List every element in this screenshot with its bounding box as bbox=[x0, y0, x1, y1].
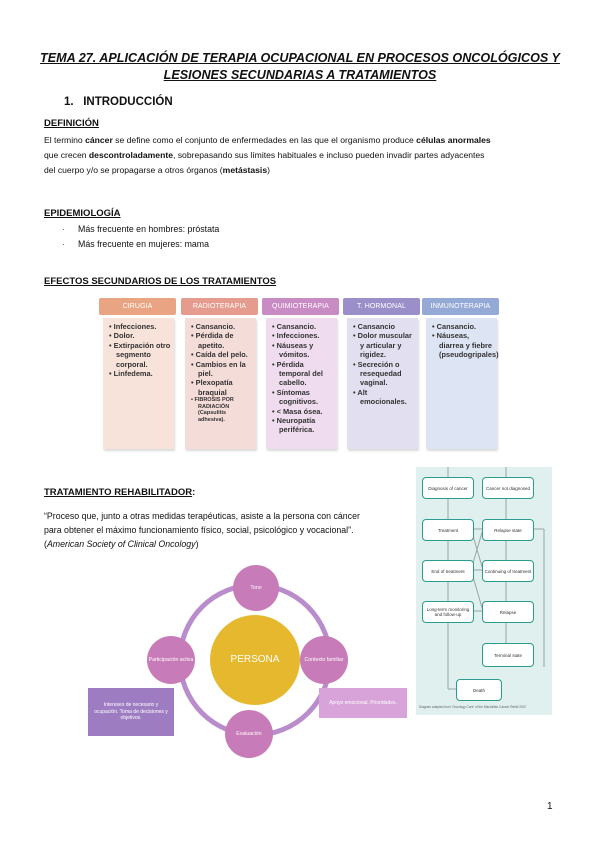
effects-item: Caída del pelo. bbox=[191, 350, 253, 359]
effects-item: Cambios en la piel. bbox=[191, 360, 253, 379]
note-left: Intereses de necesario y ocupación. Toma… bbox=[88, 688, 174, 736]
effects-item: Pérdida temporal del cabello. bbox=[272, 360, 334, 388]
page-number: 1 bbox=[547, 801, 553, 812]
effects-item: Dolor muscular y articular y rigidez. bbox=[353, 331, 415, 359]
epidemiologia-heading: EPIDEMIOLOGÍA bbox=[44, 208, 121, 219]
effects-column: QUIMIOTERAPIA Cansancio.Infecciones.Náuse… bbox=[262, 298, 339, 449]
list-item: ·Más frecuente en mujeres: mama bbox=[62, 239, 210, 249]
cycle-node-bottom: Evaluación bbox=[225, 710, 273, 758]
effects-item: Síntomas cognitivos. bbox=[272, 388, 334, 407]
effects-item: Náuseas, diarrea y fiebre (pseudogripale… bbox=[432, 331, 499, 359]
flow-box: Cancer not diagnosed bbox=[482, 477, 534, 499]
effects-column: RADIOTERAPIA Cansancio.Pérdida de apetito… bbox=[181, 298, 258, 449]
tratamiento-quote: “Proceso que, junto a otras medidas tera… bbox=[44, 511, 360, 549]
effects-column: T. HORMONAL CansancioDolor muscular y art… bbox=[343, 298, 420, 449]
definicion-paragraph: El termino cáncer se define como el conj… bbox=[44, 135, 491, 175]
flow-box: Terminal state bbox=[482, 643, 534, 667]
flow-box: Relapse bbox=[482, 601, 534, 623]
effects-item-small: FIBROSIS POR RADIACIÓN (Capsulitis adhes… bbox=[191, 397, 253, 423]
flow-box: Long-term monitoring and follow-up bbox=[422, 601, 474, 623]
effects-item: Secreción o resequedad vaginal. bbox=[353, 360, 415, 388]
effects-column-body: CansancioDolor muscular y articular y ri… bbox=[347, 318, 418, 449]
effects-item: Cansancio. bbox=[272, 322, 334, 331]
flow-caption: Diagram adapted from 'Oncology Care' of … bbox=[419, 705, 527, 709]
effects-column-header: CIRUGIA bbox=[99, 298, 176, 315]
effects-column-body: Cansancio.Náuseas, diarrea y fiebre (pse… bbox=[426, 318, 499, 449]
flowchart-arrows bbox=[447, 467, 545, 690]
effects-column: INMUNOTERAPIA Cansancio.Náuseas, diarrea … bbox=[422, 298, 499, 449]
definicion-heading: DEFINICIÓN bbox=[44, 118, 99, 129]
section-label: INTRODUCCIÓN bbox=[83, 96, 173, 108]
effects-item: Extirpación otro segmento corporal. bbox=[109, 341, 171, 369]
effects-item: Neuropatía periférica. bbox=[272, 416, 334, 435]
effects-item: < Masa ósea. bbox=[272, 407, 334, 416]
flow-box: Diagnosis of cancer bbox=[422, 477, 474, 499]
section-number: 1. bbox=[64, 96, 74, 108]
effects-column-body: Cansancio.Infecciones.Náuseas y vómitos.… bbox=[266, 318, 337, 449]
effects-item: Cansancio. bbox=[191, 322, 253, 331]
effects-column-body: Infecciones.Dolor.Extirpación otro segme… bbox=[103, 318, 174, 449]
cycle-node-top: Tono bbox=[233, 565, 279, 611]
cycle-node-left: Participación activa bbox=[147, 636, 195, 684]
flow-box: Continuing of treatment bbox=[482, 560, 534, 582]
flow-box: Treatment bbox=[422, 519, 474, 541]
effects-column: CIRUGIA Infecciones.Dolor.Extirpación otr… bbox=[99, 298, 176, 449]
flow-box: Relapse state bbox=[482, 519, 534, 541]
effects-item: Cansancio. bbox=[432, 322, 494, 331]
effects-item: Infecciones. bbox=[109, 322, 171, 331]
effects-item: Linfedema. bbox=[109, 369, 171, 378]
effects-item: Dolor. bbox=[109, 331, 171, 340]
effects-item: Infecciones. bbox=[272, 331, 334, 340]
effects-item: Cansancio bbox=[353, 322, 415, 331]
effects-column-header: INMUNOTERAPIA bbox=[422, 298, 499, 315]
cycle-node-right: Contexto familiar bbox=[300, 636, 348, 684]
effects-item: Pérdida de apetito. bbox=[191, 331, 253, 350]
section-heading: 1. INTRODUCCIÓN bbox=[64, 96, 173, 108]
tratamiento-heading: TRATAMIENTO REHABILITADOR: bbox=[44, 487, 196, 498]
quote-source: American Society of Clinical Oncology bbox=[46, 539, 196, 549]
effects-item: Alt emocionales. bbox=[353, 388, 415, 407]
effects-column-body: Cansancio.Pérdida de apetito.Caída del p… bbox=[185, 318, 256, 449]
cycle-center: PERSONA bbox=[210, 615, 300, 705]
effects-column-header: QUIMIOTERAPIA bbox=[262, 298, 339, 315]
cycle-diagram: PERSONA Tono Contexto familiar Evaluació… bbox=[85, 560, 415, 760]
list-item: ·Más frecuente en hombres: próstata bbox=[62, 224, 220, 234]
note-right: Apoyo emocional. Prioridades. bbox=[319, 688, 407, 718]
flowchart-figure: Diagnosis of cancer Cancer not diagnosed… bbox=[416, 467, 552, 715]
effects-item: Náuseas y vómitos. bbox=[272, 341, 334, 360]
efectos-heading: EFECTOS SECUNDARIOS DE LOS TRATAMIENTOS bbox=[44, 276, 277, 287]
effects-column-header: T. HORMONAL bbox=[343, 298, 420, 315]
effects-column-header: RADIOTERAPIA bbox=[181, 298, 258, 315]
flow-box: End of treatment bbox=[422, 560, 474, 582]
flow-box: Death bbox=[456, 679, 502, 701]
page-title: TEMA 27. APLICACIÓN DE TERAPIA OCUPACION… bbox=[40, 51, 560, 82]
effects-item: Plexopatía braquial bbox=[191, 378, 253, 397]
